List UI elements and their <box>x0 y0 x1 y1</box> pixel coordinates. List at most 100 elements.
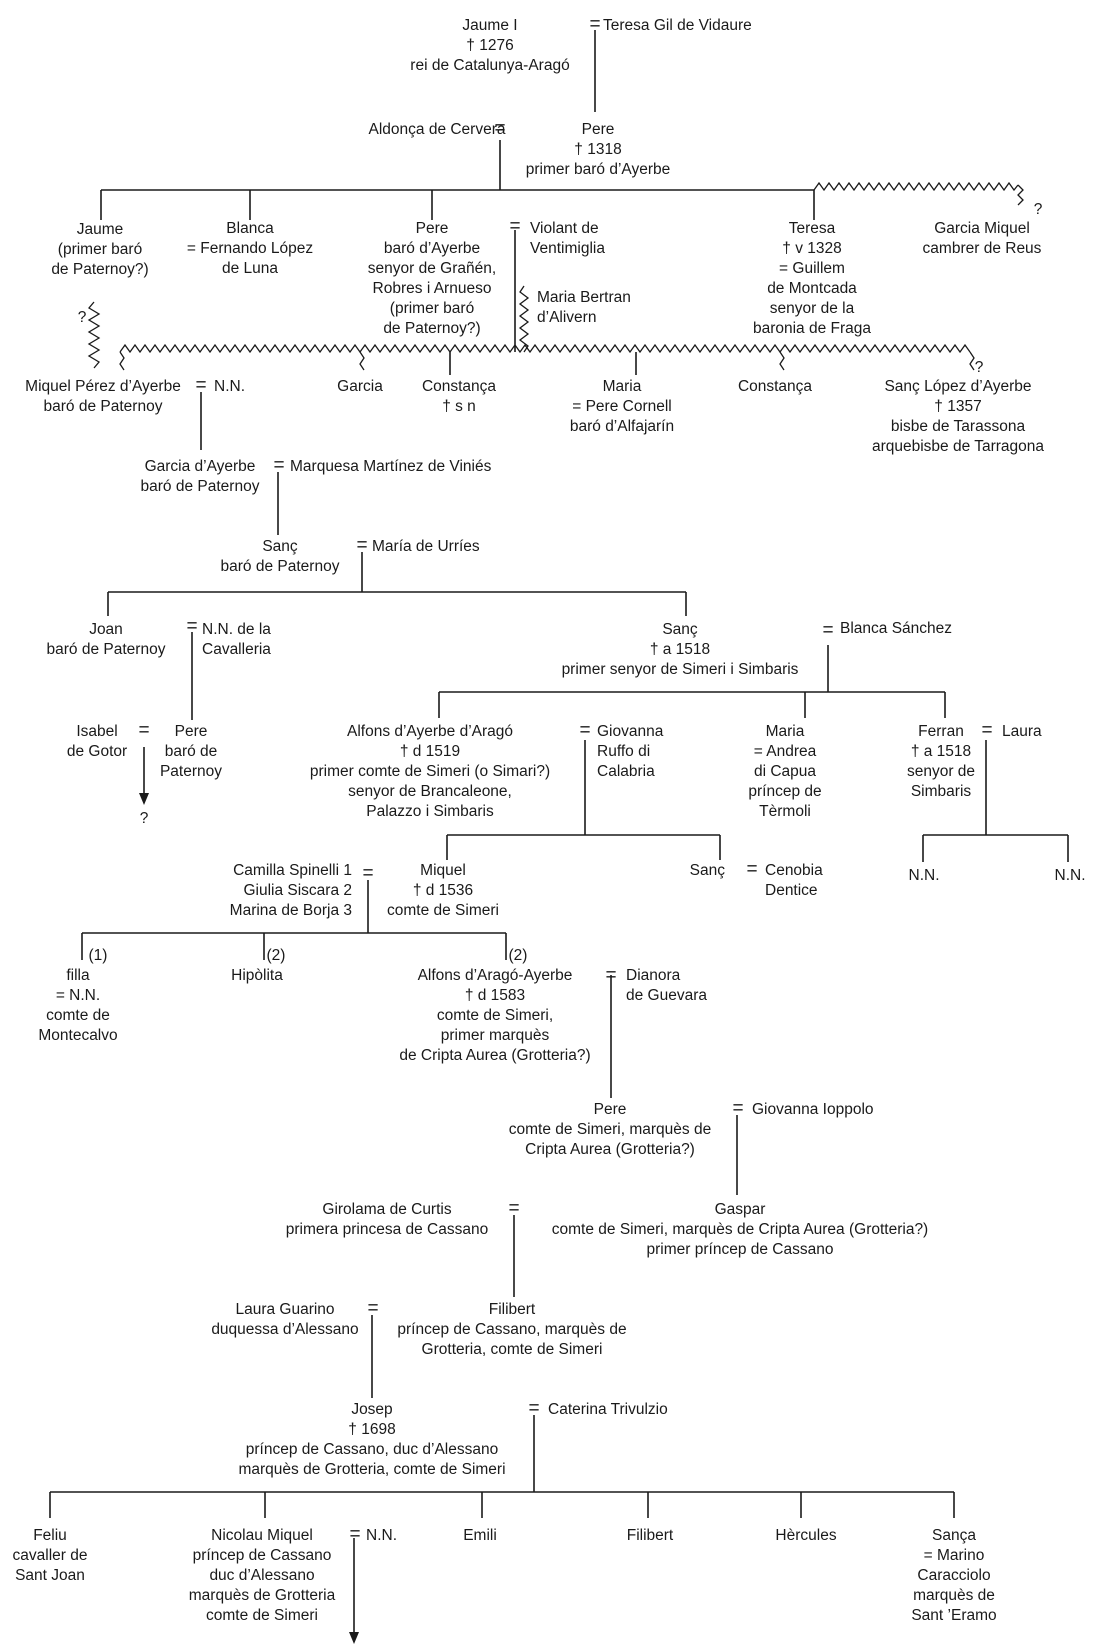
person-detail: Montecalvo <box>38 1027 117 1044</box>
person-detail: Ventimiglia <box>530 240 605 257</box>
person-name: Sança <box>932 1527 976 1544</box>
marks: = = = = = = = = = = = = = = = = = = = ? … <box>78 14 1043 1545</box>
person-detail: arquebisbe de Tarragona <box>872 438 1044 455</box>
person-detail: baró de Paternoy <box>221 558 340 575</box>
person-detail: bisbe de Tarassona <box>891 418 1026 435</box>
person-detail: Dentice <box>765 882 818 899</box>
marriage-sign: = <box>579 720 590 741</box>
marriage-sign: = <box>508 1198 519 1219</box>
person-hipolita: Hipòlita <box>231 967 283 984</box>
uncertain-mark: ? <box>78 309 87 326</box>
person-detail: Ruffo di <box>597 743 650 760</box>
person-garcia: Garcia <box>337 378 383 395</box>
arrow-head <box>349 1632 359 1644</box>
person-name: Aldonça de Cervera <box>369 121 506 138</box>
person-detail: príncep de Cassano <box>193 1547 332 1564</box>
person-detail: = Marino <box>924 1547 985 1564</box>
person-name: N.N. <box>1055 867 1086 884</box>
person-detail: Calabria <box>597 763 655 780</box>
person-name: Constança <box>422 378 496 395</box>
person-name: Pere <box>175 723 208 740</box>
marriage-number: (2) <box>267 947 286 964</box>
person-detail: comte de Simeri, marquès de <box>509 1121 711 1138</box>
wavy-descent <box>1017 184 1024 206</box>
person-nn-a: N.N. <box>909 867 940 884</box>
person-detail: primera princesa de Cassano <box>286 1221 488 1238</box>
person-name: Hèrcules <box>775 1527 836 1544</box>
person-detail: Paternoy <box>160 763 222 780</box>
person-marquesa: Marquesa Martínez de Viniés <box>290 458 492 475</box>
person-detail: Marina de Borja 3 <box>230 902 352 919</box>
person-name: Filibert <box>489 1301 536 1318</box>
person-name: Miquel <box>420 862 466 879</box>
person-detail: príncep de <box>748 783 821 800</box>
person-detail: baró de Paternoy <box>44 398 163 415</box>
person-name: Cenobia <box>765 862 823 879</box>
person-name: Filibert <box>627 1527 674 1544</box>
person-detail: = Pere Cornell <box>572 398 672 415</box>
person-detail: Robres i Arnueso <box>373 280 492 297</box>
person-detail: duquessa d’Alessano <box>211 1321 358 1338</box>
uncertain-mark: ? <box>975 359 984 376</box>
person-name: Pere <box>416 220 449 237</box>
marriage-sign: = <box>605 965 616 986</box>
wavy-descent <box>518 285 530 353</box>
marriage-sign: = <box>732 1098 743 1119</box>
person-name: Dianora <box>626 967 681 984</box>
person-blanca-sanchez: Blanca Sánchez <box>840 620 952 637</box>
person-detail: di Capua <box>754 763 816 780</box>
person-name: Blanca <box>226 220 274 237</box>
person-name: Teresa Gil de Vidaure <box>603 17 752 34</box>
person-detail: † d 1519 <box>400 743 460 760</box>
person-name: Camilla Spinelli 1 <box>233 862 352 879</box>
person-name: Garcia Miquel <box>934 220 1030 237</box>
person-detail: Tèrmoli <box>759 803 811 820</box>
person-name: Nicolau Miquel <box>211 1527 313 1544</box>
person-emili: Emili <box>463 1527 497 1544</box>
marriage-sign: = <box>509 216 520 237</box>
marriage-sign: = <box>494 118 505 139</box>
marriage-sign: = <box>981 720 992 741</box>
person-name: Josep <box>351 1401 392 1418</box>
person-name: Pere <box>594 1101 627 1118</box>
person-detail: cambrer de Reus <box>923 240 1042 257</box>
person-detail: † 1357 <box>934 398 981 415</box>
person-detail: de Cripta Aurea (Grotteria?) <box>399 1047 590 1064</box>
marriage-sign: = <box>746 859 757 880</box>
person-detail: senyor de la <box>770 300 855 317</box>
person-name: N.N. <box>366 1527 397 1544</box>
person-name: Blanca Sánchez <box>840 620 952 637</box>
person-detail: primer príncep de Cassano <box>647 1241 834 1258</box>
person-detail: † v 1328 <box>782 240 841 257</box>
person-detail: comte de <box>46 1007 110 1024</box>
person-name: Miquel Pérez d’Ayerbe <box>25 378 181 395</box>
marriage-sign: = <box>138 720 149 741</box>
wavy-sibling-bar <box>119 343 971 354</box>
person-detail: † a 1518 <box>650 641 710 658</box>
person-detail: † d 1583 <box>465 987 525 1004</box>
connectors <box>49 30 1069 1644</box>
person-hercules: Hèrcules <box>775 1527 836 1544</box>
person-nn-b: N.N. <box>1055 867 1086 884</box>
person-name: Alfons d’Ayerbe d’Aragó <box>347 723 513 740</box>
person-detail: duc d’Alessano <box>209 1567 314 1584</box>
person-detail: baró de Paternoy <box>47 641 166 658</box>
person-name: María de Urríes <box>372 538 480 555</box>
person-name: Maria <box>603 378 642 395</box>
person-constanca2: Constança <box>738 378 812 395</box>
person-name: filla <box>66 967 90 984</box>
